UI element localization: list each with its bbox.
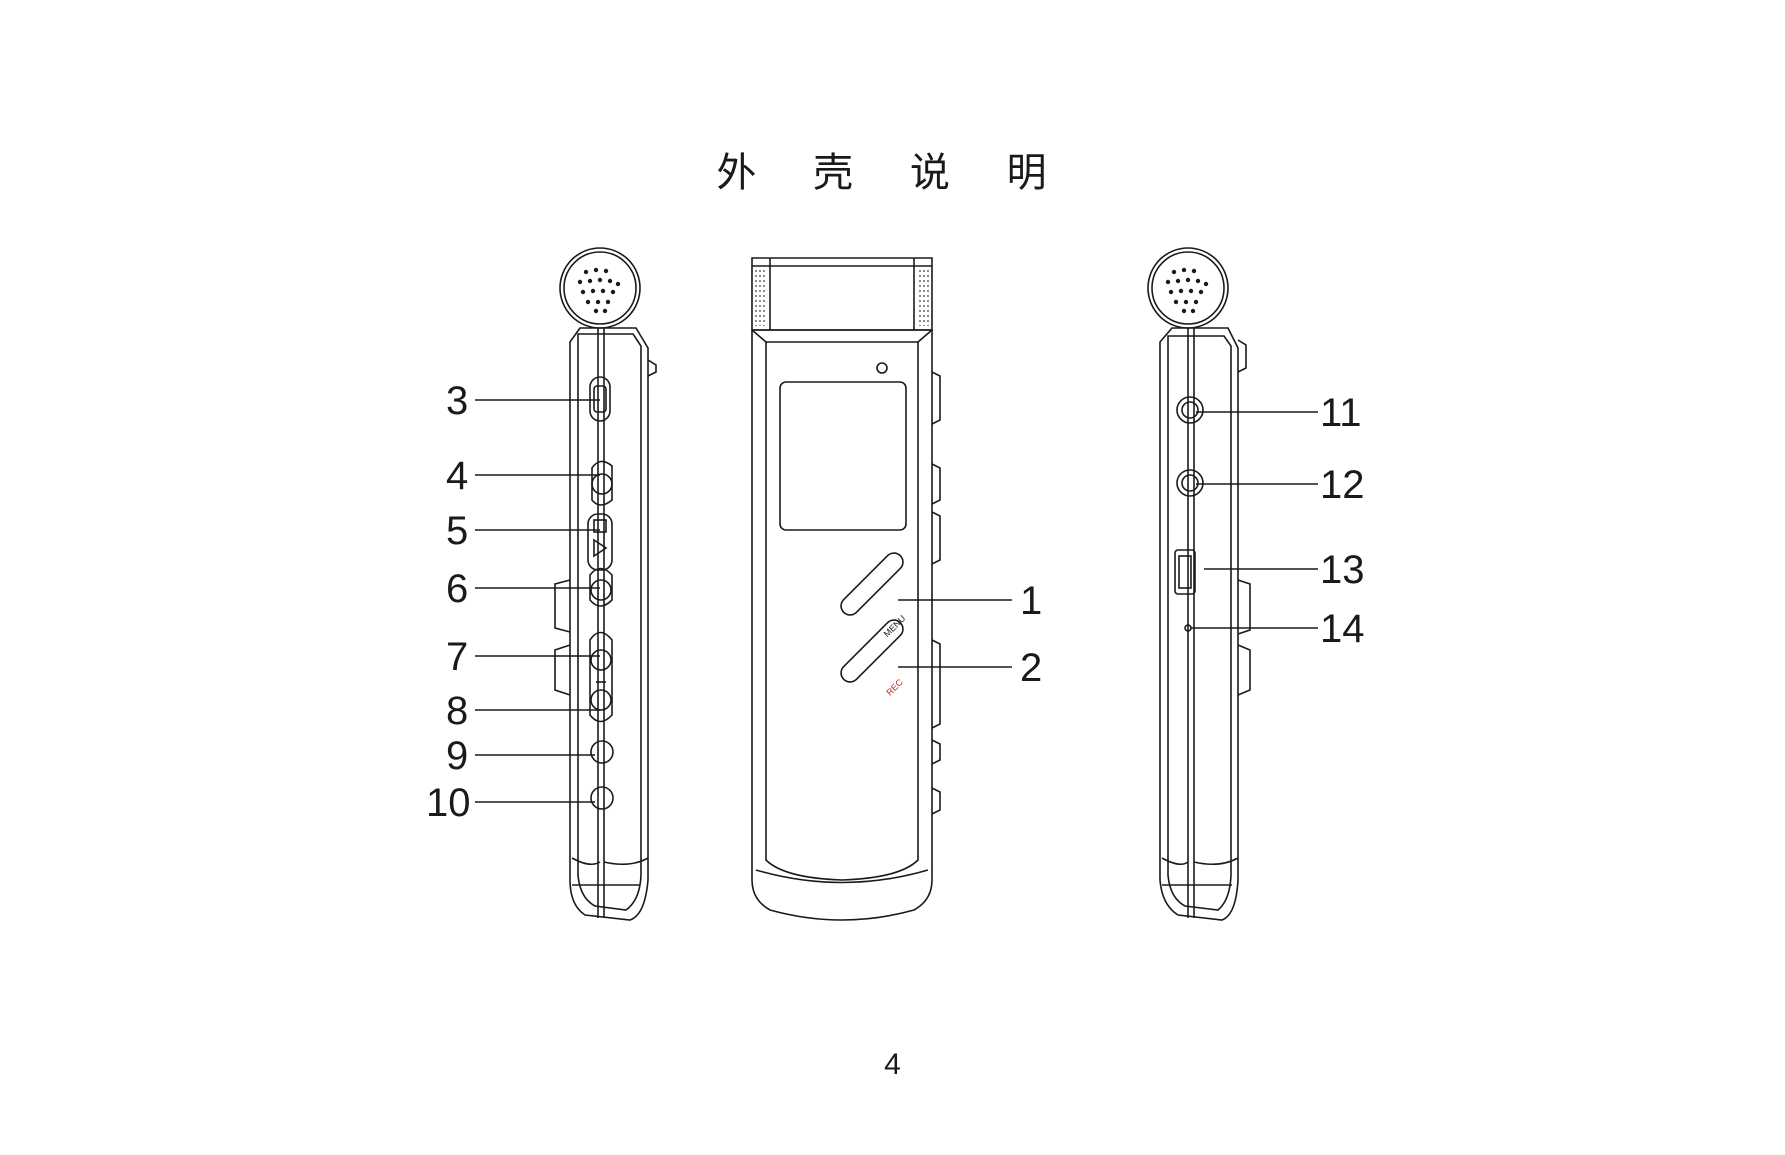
menu-button xyxy=(840,552,904,616)
page-title: 外 壳 说 明 xyxy=(716,150,1069,196)
callout-9: 9 xyxy=(446,734,468,778)
callout-3: 3 xyxy=(446,379,468,423)
callout-7: 7 xyxy=(446,635,468,679)
callout-1: 1 xyxy=(1020,579,1042,623)
front-view xyxy=(751,257,941,921)
callout-10: 10 xyxy=(426,781,471,825)
callout-4: 4 xyxy=(446,454,468,498)
callout-12: 12 xyxy=(1320,463,1365,507)
right-side-view xyxy=(1147,247,1251,921)
callout-13: 13 xyxy=(1320,548,1365,592)
callout-5: 5 xyxy=(446,509,468,553)
display-screen xyxy=(779,381,907,531)
callout-8: 8 xyxy=(446,689,468,733)
callout-14: 14 xyxy=(1320,607,1365,651)
rec-button xyxy=(840,619,904,683)
leader-lines xyxy=(475,399,1318,803)
rec-label: REC xyxy=(884,677,905,698)
microphone-icon xyxy=(559,247,641,329)
left-side-view xyxy=(554,247,657,921)
page-number: 4 xyxy=(884,1048,901,1081)
callout-11: 11 xyxy=(1320,391,1362,435)
callout-2: 2 xyxy=(1020,646,1042,690)
microphone-icon xyxy=(1147,247,1229,329)
menu-label: MENU xyxy=(882,613,908,639)
callout-6: 6 xyxy=(446,567,468,611)
